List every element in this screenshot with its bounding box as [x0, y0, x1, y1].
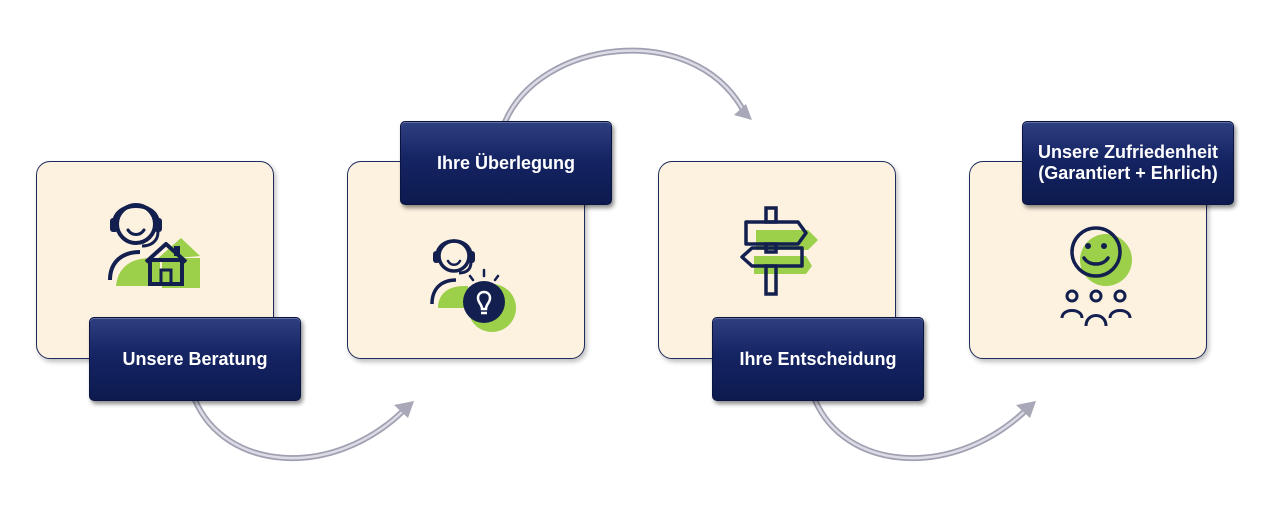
smiley-group-icon: [1060, 226, 1132, 327]
arrow-1-to-2: [192, 397, 414, 462]
signpost-icon: [740, 206, 818, 296]
step-2-label: Ihre Überlegung: [400, 121, 612, 205]
arrow-2-to-3: [502, 47, 752, 125]
consultant-home-icon: [108, 203, 200, 288]
consultant-idea-icon: [430, 239, 516, 332]
arrow-3-to-4: [812, 397, 1036, 462]
step-1-label: Unsere Beratung: [89, 317, 301, 401]
step-3-label: Ihre Entscheidung: [712, 317, 924, 401]
step-4-label: Unsere Zufriedenheit (Garantiert + Ehrli…: [1022, 121, 1234, 205]
